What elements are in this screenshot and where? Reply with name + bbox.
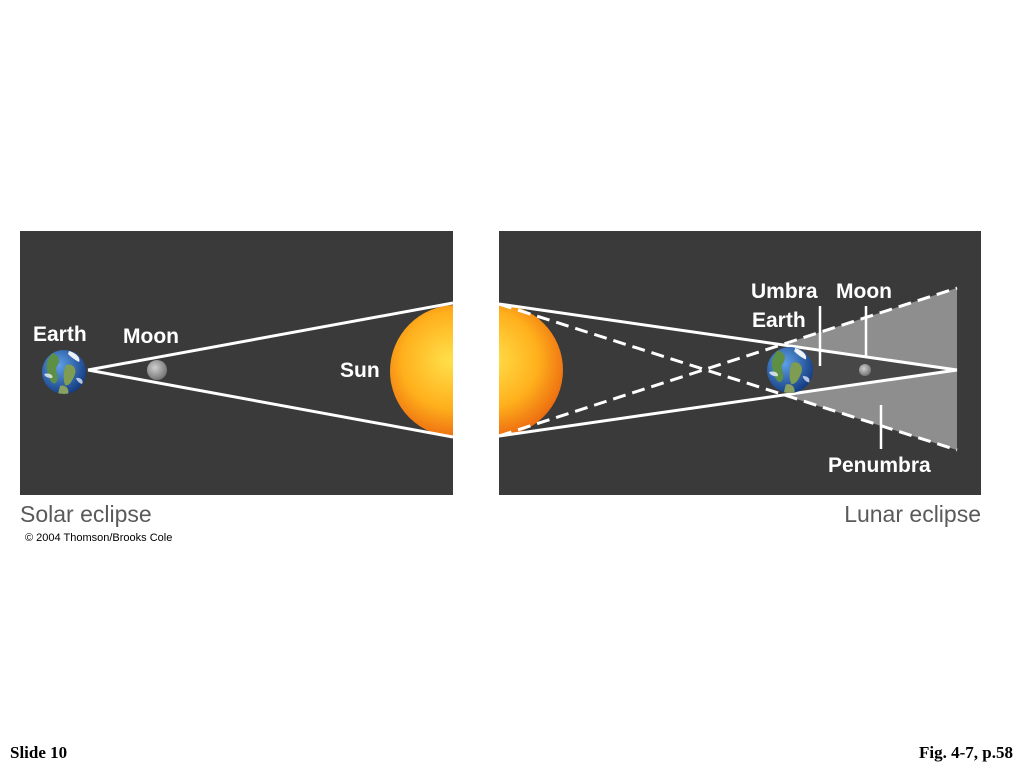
umbra-boundary-bottom [499, 368, 958, 438]
solar-moon-label: Moon [123, 325, 179, 348]
umbra-region [790, 347, 957, 393]
moon-solar [147, 360, 167, 380]
moon-lunar [859, 364, 871, 376]
copyright-notice: © 2004 Thomson/Brooks Cole [25, 532, 172, 544]
lunar-eclipse-panel: Umbra Moon Earth Penumbra [499, 231, 981, 495]
solar-eclipse-caption: Solar eclipse [20, 501, 152, 527]
sun-solar [390, 305, 453, 437]
lunar-moon-label: Moon [836, 280, 892, 303]
sun-lunar [499, 304, 563, 436]
slide-number: Slide 10 [10, 743, 67, 762]
solar-ray-top [87, 301, 453, 372]
earth-lunar [767, 347, 813, 393]
lunar-earth-label: Earth [752, 309, 806, 332]
solar-panel-clipped-content [87, 301, 453, 439]
solar-ray-bottom [87, 368, 453, 439]
penumbra-boundary-ascending [499, 286, 958, 438]
solar-eclipse-panel: Earth Moon Sun [20, 231, 453, 495]
umbra-boundary-top [499, 302, 958, 372]
lunar-penumbra-label: Penumbra [828, 454, 931, 477]
solar-panel-background [20, 231, 453, 495]
earth-solar [42, 350, 86, 394]
lunar-eclipse-caption: Lunar eclipse [844, 501, 981, 527]
figure-reference: Fig. 4-7, p.58 [919, 743, 1013, 762]
lunar-panel-clipped-content [499, 286, 958, 452]
solar-sun-label: Sun [340, 359, 380, 382]
solar-earth-label: Earth [33, 323, 87, 346]
lunar-umbra-label: Umbra [751, 280, 818, 303]
